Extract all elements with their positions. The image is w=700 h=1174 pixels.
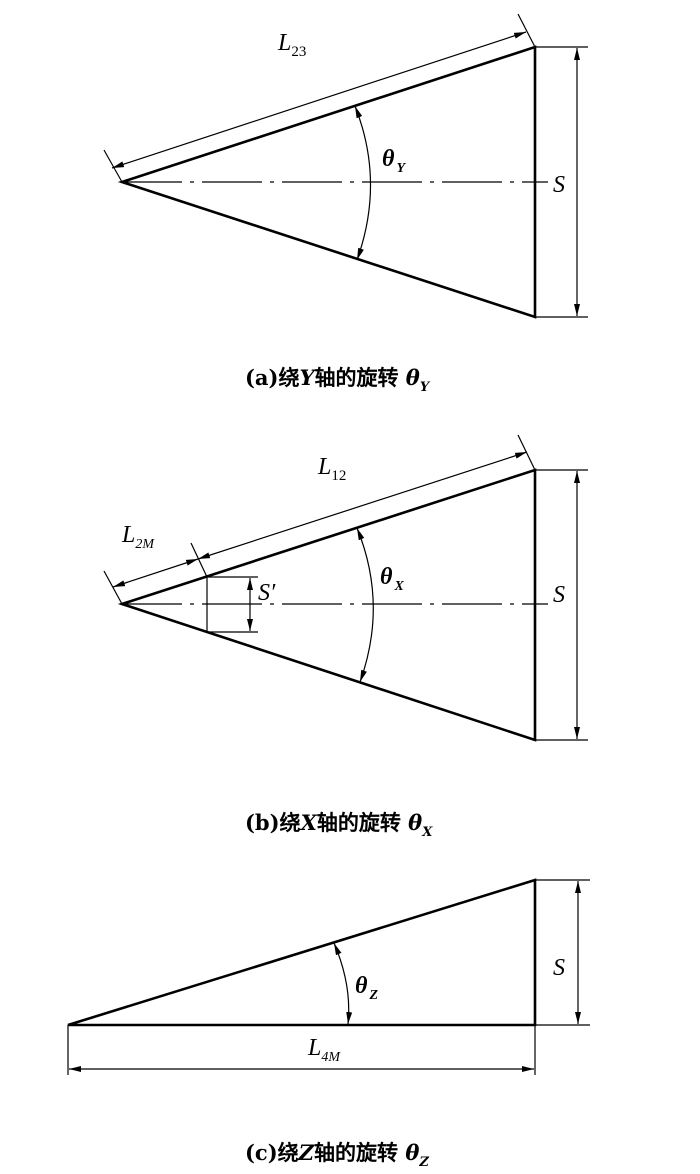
extension-line [190,542,208,578]
label-s-b: S [553,582,565,608]
extension-line [103,570,123,605]
label-l4m: L4M [307,1035,341,1065]
dimension-l23 [111,31,527,169]
extension-line [517,13,536,48]
label-s-prime: S′ [258,580,276,606]
label-s-a: S [553,172,565,198]
dimension-l12 [197,451,528,560]
label-l2m: L2M [121,522,155,552]
angle-arc-b [356,527,374,683]
triangle-c [67,878,537,1027]
dimension-l2m [112,558,199,588]
label-l23: L23 [277,30,306,60]
label-s-c: S [553,955,565,981]
angle-arc-a [354,105,372,261]
caption-b: (b)绕X轴的旋转 θX [245,810,433,840]
angle-arc-c [333,942,353,1025]
caption-c: (c)绕Z轴的旋转 θZ [245,1140,429,1170]
triangle-b [117,468,537,742]
label-l12: L12 [317,454,346,484]
caption-a: (a)绕Y轴的旋转 θY [245,365,431,395]
